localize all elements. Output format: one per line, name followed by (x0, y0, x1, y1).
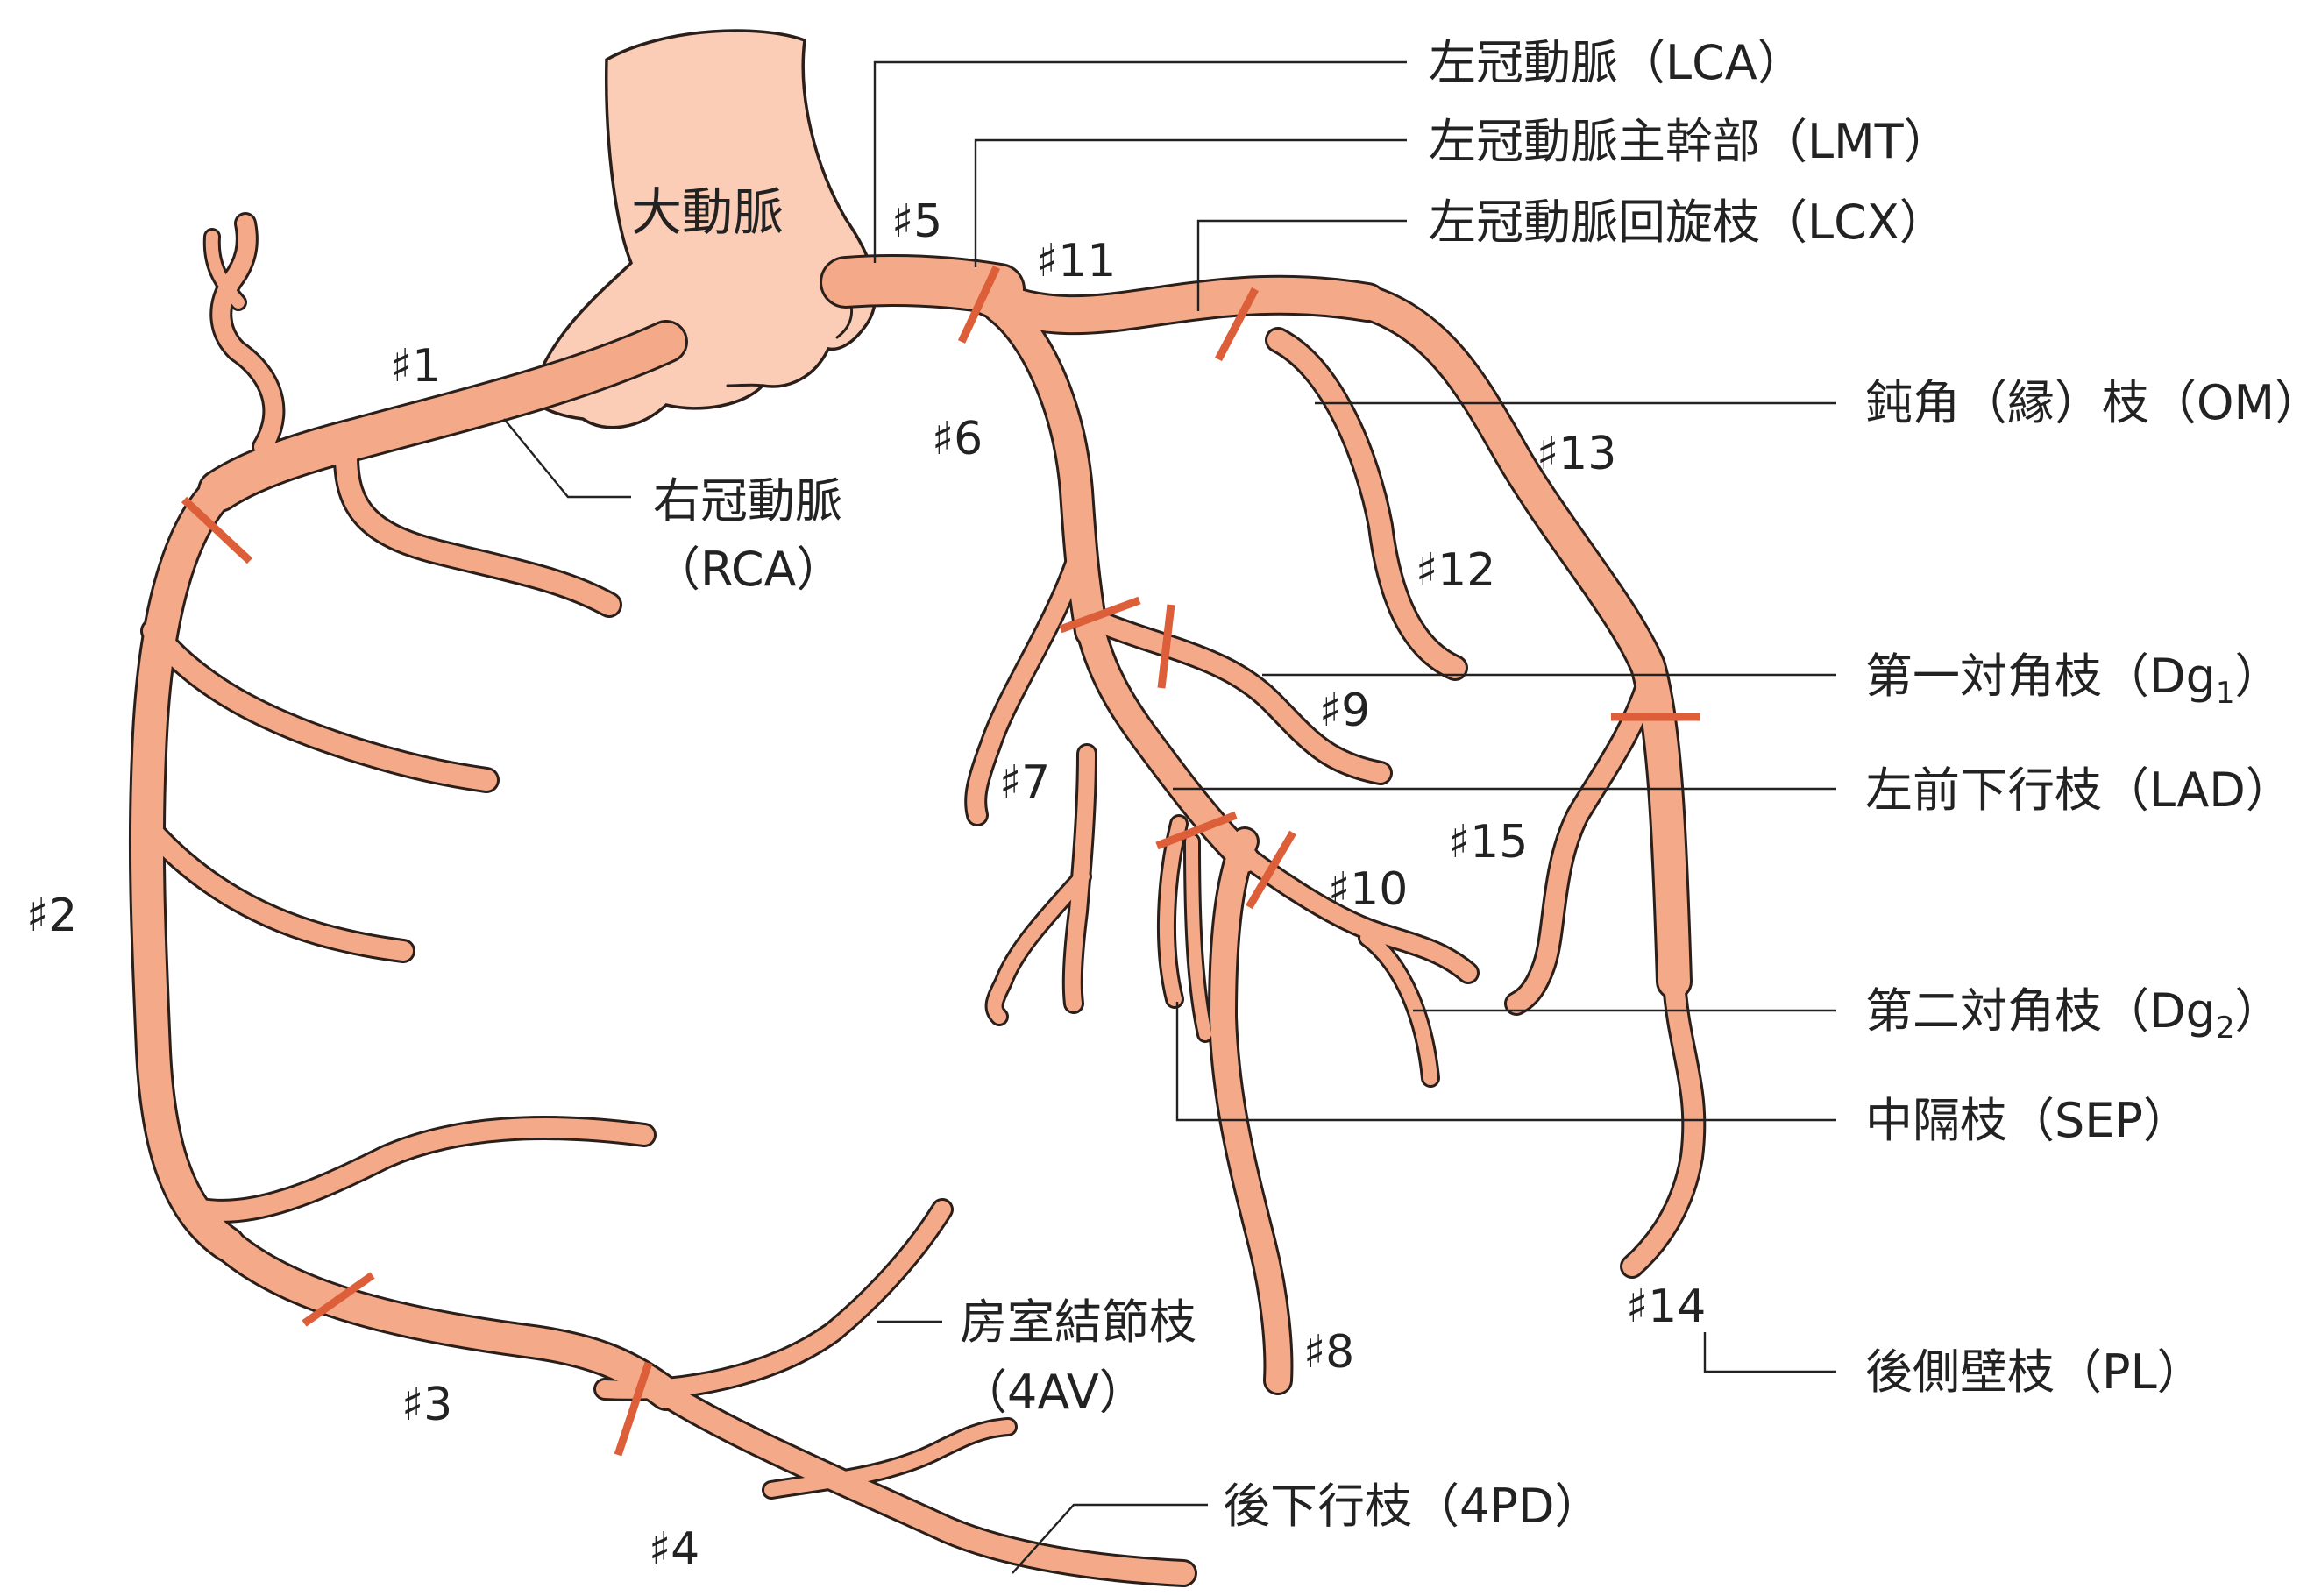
segment-mark-lmt (957, 266, 1001, 344)
aorta (529, 29, 877, 429)
leader-lmt (974, 138, 1407, 267)
vessel-fills (131, 215, 1704, 1585)
vessel-rca-4 (655, 1382, 1195, 1585)
segment-12-label: ♯12 (1416, 544, 1495, 597)
vessel-lcx (964, 276, 1385, 333)
segment-mark-rca-1 (181, 496, 253, 564)
labels: 大動脈 左冠動脈（LCA） 左冠動脈主幹部（LMT） 左冠動脈回旋枝（LCX） … (26, 35, 2300, 1576)
vessel-pd-branch (764, 1420, 1015, 1497)
vessel-lad-side3 (987, 869, 1090, 1024)
vessel-sep-a (1159, 817, 1186, 1006)
aorta-fold-2 (726, 383, 764, 387)
leader-sep (1175, 1002, 1836, 1122)
segment-5-label: ♯5 (891, 195, 942, 248)
segment-6-label: ♯6 (932, 413, 983, 465)
label-lcx: 左冠動脈回旋枝（LCX） (1429, 195, 1947, 250)
vessel-av (596, 1201, 951, 1399)
vessel-rca-branch-1 (336, 445, 620, 615)
label-dg1-end: ） (2235, 649, 2282, 704)
vessel-lcx-14 (1622, 972, 1704, 1276)
vessel-rca-branch-c (192, 1118, 654, 1221)
vessel-rca-branch-b-outline (141, 820, 415, 963)
vessel-rca-4-outline (652, 1380, 1197, 1587)
vessel-sep-b (1186, 835, 1211, 1040)
segment-mark-dg2 (1246, 830, 1296, 910)
vessel-dg2-tip (1360, 931, 1438, 1085)
segment-mark-lcx (1215, 287, 1259, 362)
vessel-rca-up-tip (205, 231, 245, 309)
label-av-line1: 房室結節枝 (960, 1295, 1196, 1350)
segment-2-label: ♯2 (26, 890, 77, 942)
segment-3-label: ♯3 (401, 1379, 452, 1431)
label-lad: 左前下行枝（LAD） (1865, 763, 2293, 818)
segment-9-label: ♯9 (1319, 685, 1370, 737)
vessel-lcx-13 (1352, 287, 1690, 997)
label-om: 鈍角（縁）枝（OM） (1865, 375, 2300, 430)
segment-mark-rca-2 (302, 1272, 375, 1327)
label-lca: 左冠動脈（LCA） (1429, 35, 1805, 90)
label-dg2-end: ） (2235, 983, 2282, 1039)
label-dg2-main: 第二対角枝（Dg (1865, 983, 2216, 1039)
segment-11-label: ♯11 (1036, 235, 1116, 287)
vessel-rca-2 (131, 475, 244, 1260)
vessel-lcx-15 (1507, 674, 1658, 1013)
segment-13-label: ♯13 (1537, 428, 1616, 480)
vessel-lad-side (967, 552, 1085, 824)
label-lmt: 左冠動脈主幹部（LMT） (1429, 114, 1951, 169)
segment-14-label: ♯14 (1626, 1280, 1706, 1333)
label-dg1: 第一対角枝（Dg1） (1865, 649, 2282, 711)
segment-7-label: ♯7 (999, 756, 1050, 809)
leader-pd (1012, 1503, 1208, 1574)
segment-mark-lad-1 (1059, 596, 1141, 634)
segment-15-label: ♯15 (1448, 816, 1528, 869)
label-pd: 後下行枝（4PD） (1223, 1479, 1602, 1534)
aorta-label: 大動脈 (631, 182, 784, 242)
vessel-lad-6 (984, 292, 1106, 646)
label-dg2-sub: 2 (2216, 1011, 2235, 1046)
label-dg1-sub: 1 (2216, 676, 2235, 711)
leader-lcx (1196, 219, 1407, 311)
vessel-rca-branch-a (143, 621, 497, 791)
label-rca-line2: （RCA） (653, 542, 843, 597)
leader-rca (503, 418, 631, 499)
label-rca-line1: 右冠動脈 (653, 473, 842, 528)
segment-mark-dg1 (1157, 604, 1175, 689)
vessel-dg1-9 (1095, 614, 1390, 783)
segment-8-label: ♯8 (1303, 1326, 1354, 1379)
vessel-rca-1 (200, 323, 685, 510)
leader-lca (873, 60, 1407, 263)
segment-1-label: ♯1 (390, 340, 441, 393)
vessel-lad-side2 (1064, 746, 1095, 1011)
label-av-line2: （4AV） (960, 1365, 1146, 1420)
segment-mark-lad-2 (1155, 811, 1238, 850)
vessel-om-12 (1267, 330, 1466, 678)
vessel-rca-3 (213, 1230, 681, 1408)
vessel-rca-branch-a-outline (140, 618, 500, 793)
leader-lines (503, 60, 1836, 1574)
label-pl: 後側壁枝（PL） (1865, 1344, 2204, 1400)
segment-mark-rca-3 (614, 1361, 653, 1457)
label-dg2: 第二対角枝（Dg2） (1865, 983, 2282, 1046)
label-dg1-main: 第一対角枝（Dg (1865, 649, 2216, 704)
vessel-rca-up (212, 215, 283, 456)
segment-markers (181, 266, 1700, 1457)
segment-10-label: ♯10 (1328, 863, 1408, 916)
vessel-lad-8 (1210, 829, 1291, 1393)
label-sep: 中隔枝（SEP） (1865, 1093, 2190, 1148)
segment-4-label: ♯4 (649, 1523, 699, 1576)
vessel-rca-branch-b (144, 823, 413, 961)
leader-pl (1703, 1332, 1836, 1373)
